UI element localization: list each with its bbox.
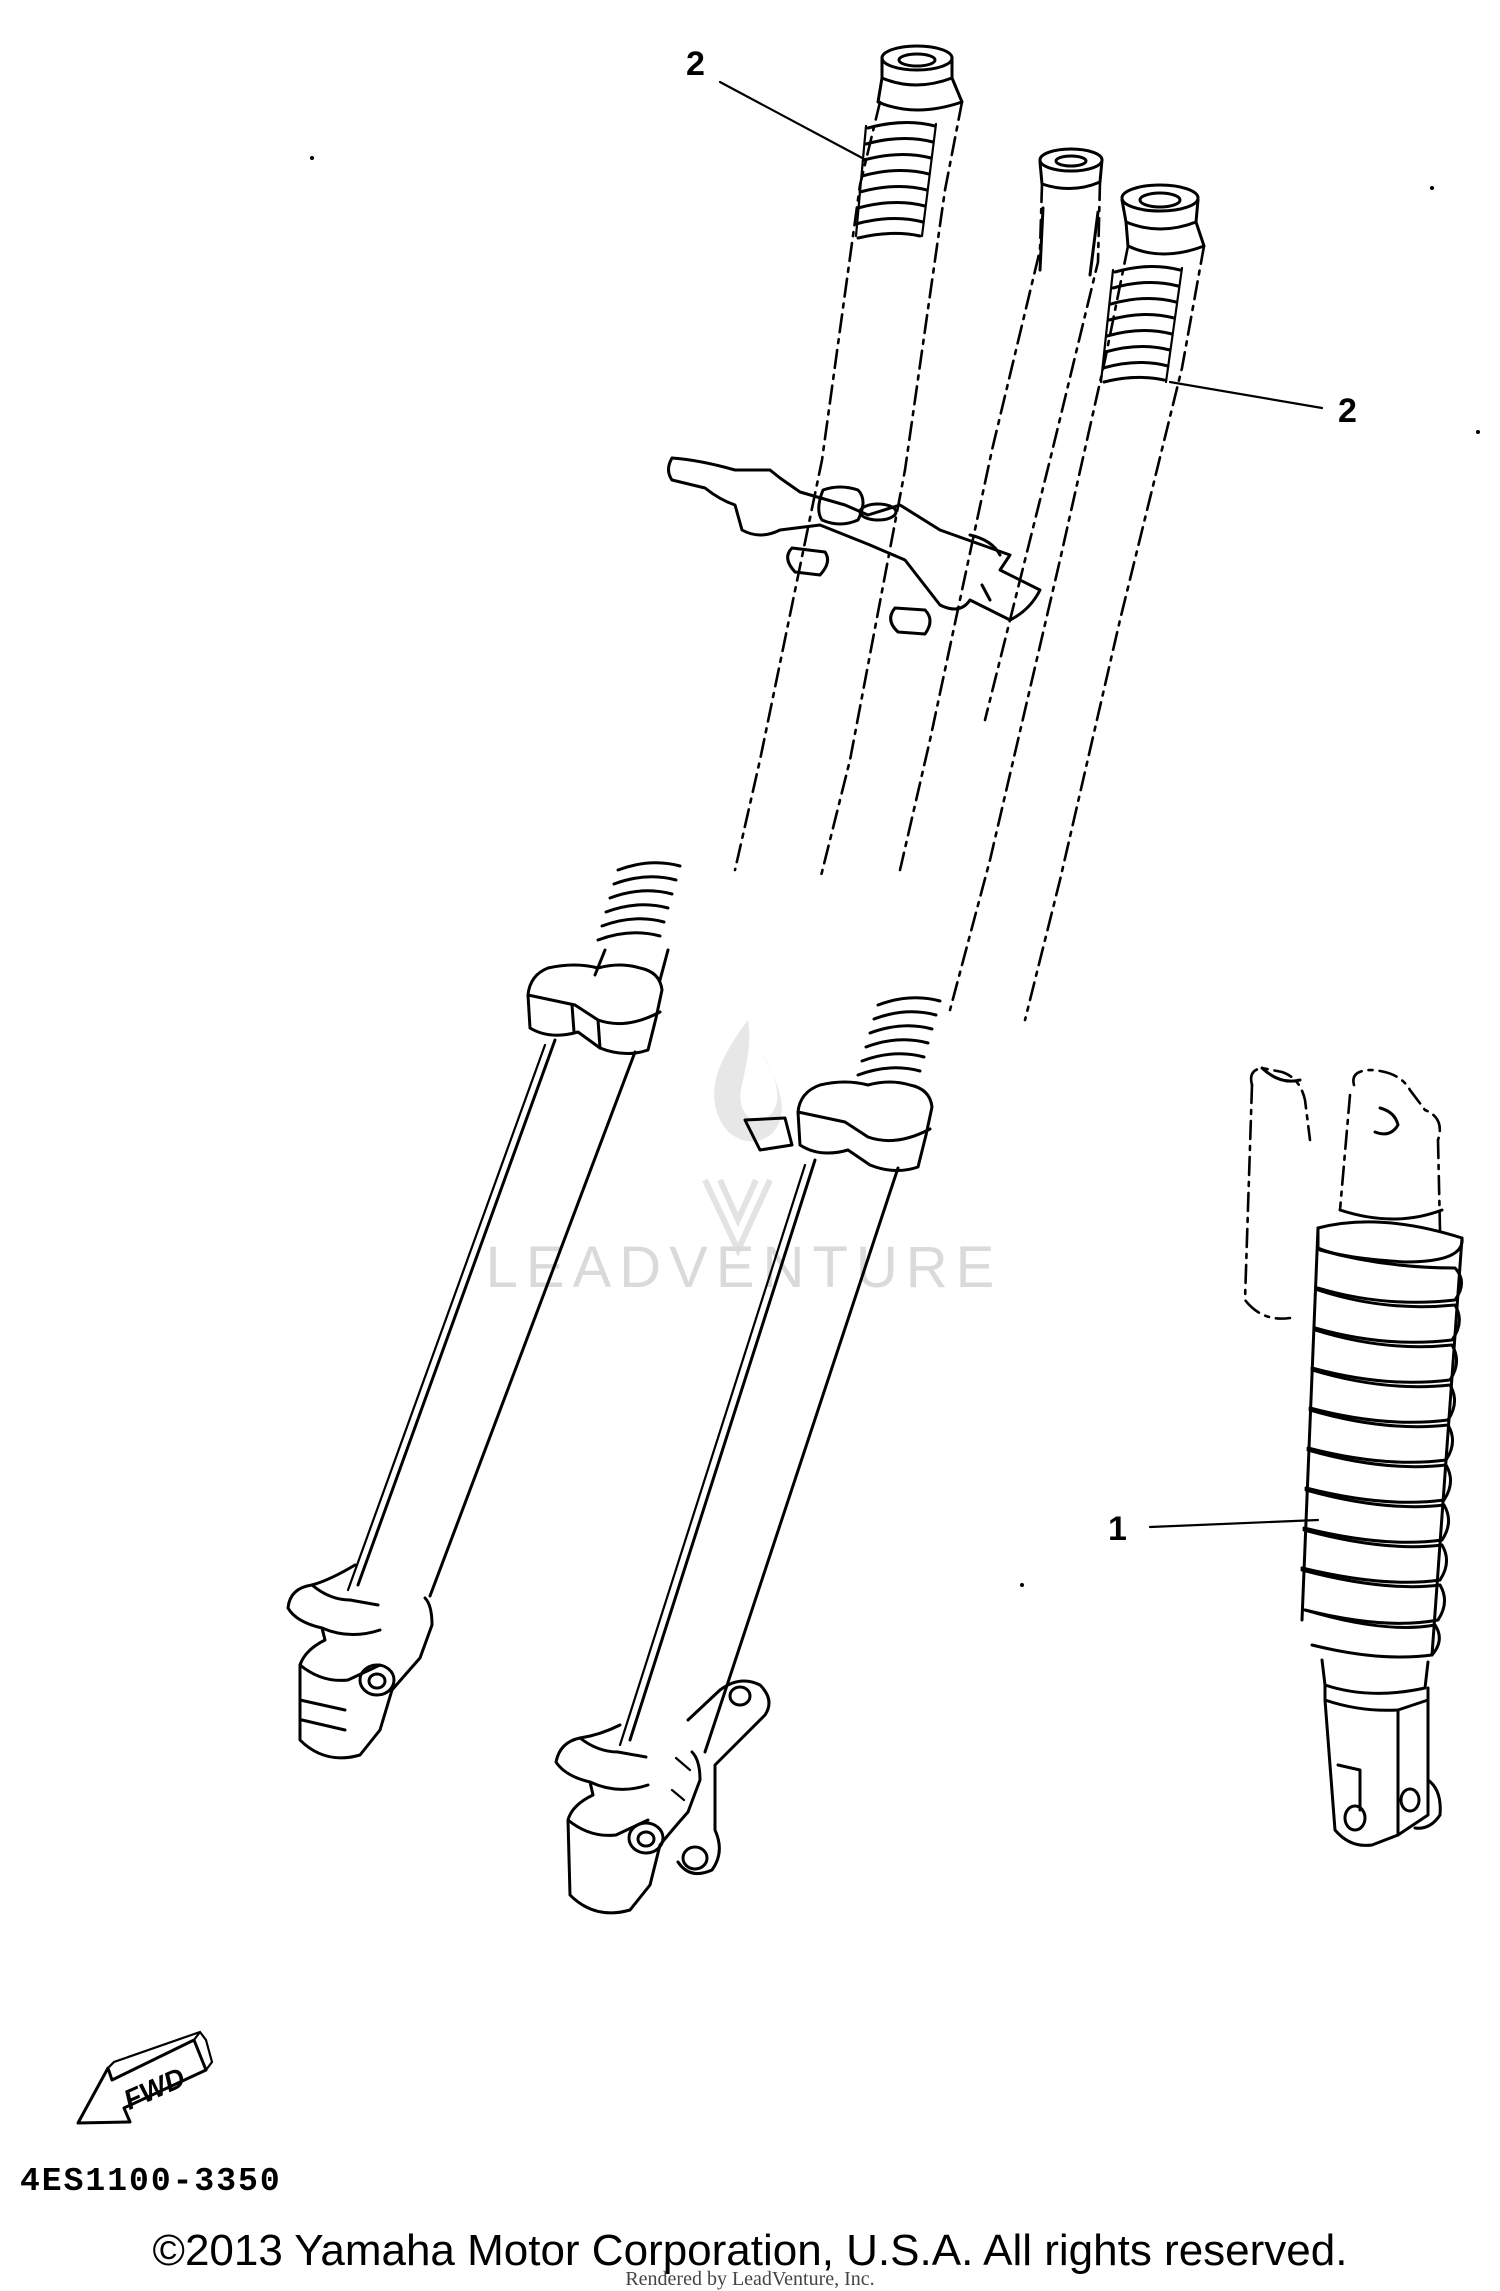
fork-spring-right-lower <box>856 996 942 1077</box>
fwd-arrow-label: FWD <box>119 2062 190 2116</box>
front-fork-left <box>286 44 964 1760</box>
watermark-flame-icon <box>714 1020 782 1142</box>
rear-shock-absorber <box>1243 1066 1464 1847</box>
steering-stem <box>667 147 1104 872</box>
fork-spring-left-lower <box>596 861 682 942</box>
fork-spring-left-upper <box>854 120 938 240</box>
front-fork-right <box>554 183 1206 1915</box>
watermark: LEADVENTURE <box>486 1020 1003 1300</box>
fwd-arrow-icon: FWD <box>76 2030 214 2125</box>
watermark-v-icon <box>702 1178 773 1258</box>
callout-label: 2 <box>686 45 705 83</box>
fork-spring-right-upper <box>1099 264 1184 384</box>
callout-fork-spring-right: 2 <box>1168 380 1357 430</box>
diagram-code: 4ES1100-3350 <box>20 2163 282 2200</box>
watermark-text: LEADVENTURE <box>486 1235 1003 1300</box>
rendered-by-text: Rendered by LeadVenture, Inc. <box>625 2268 875 2290</box>
callout-rear-shock-spring: 1 <box>1108 1510 1320 1548</box>
copyright-text: ©2013 Yamaha Motor Corporation, U.S.A. A… <box>152 2226 1348 2275</box>
callout-label: 2 <box>1338 392 1357 430</box>
callout-label: 1 <box>1108 1510 1127 1548</box>
rear-shock-spring <box>1300 1220 1464 1659</box>
callout-fork-spring-left: 2 <box>686 45 868 162</box>
